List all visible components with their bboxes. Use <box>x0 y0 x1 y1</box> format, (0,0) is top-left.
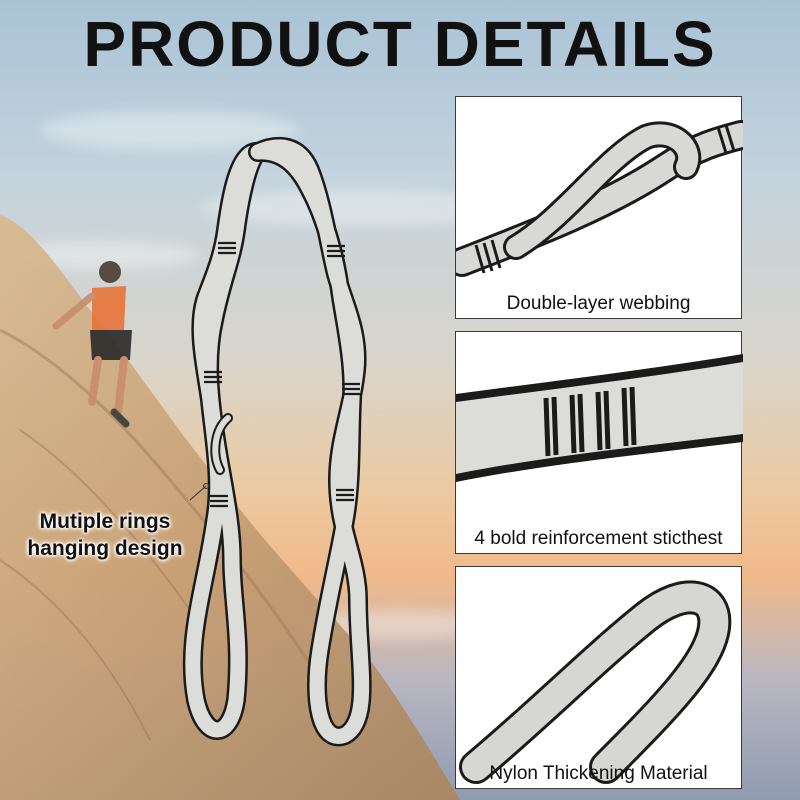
detail-panel-webbing: Double-layer webbing <box>455 96 743 319</box>
webbing-loop-closeup-icon <box>456 120 743 277</box>
strap-curve-closeup-icon <box>459 580 732 784</box>
multiple-rings-callout: Mutiple rings hanging design <box>10 508 200 562</box>
page-title: PRODUCT DETAILS <box>83 8 717 80</box>
panel-caption: 4 bold reinforcement sticthest <box>474 528 723 549</box>
detail-panel-stitches: 4 bold reinforcement sticthest <box>455 331 743 554</box>
panel-caption: Nylon Thickening Material <box>489 763 708 784</box>
callout-line-2: hanging design <box>27 537 183 560</box>
climber <box>52 261 132 428</box>
callout-line-1: Mutiple rings <box>39 510 171 533</box>
stitch-bar-closeup-icon <box>456 354 743 482</box>
panel-caption: Double-layer webbing <box>506 293 691 314</box>
detail-panel-material: Nylon Thickening Material <box>455 566 742 789</box>
